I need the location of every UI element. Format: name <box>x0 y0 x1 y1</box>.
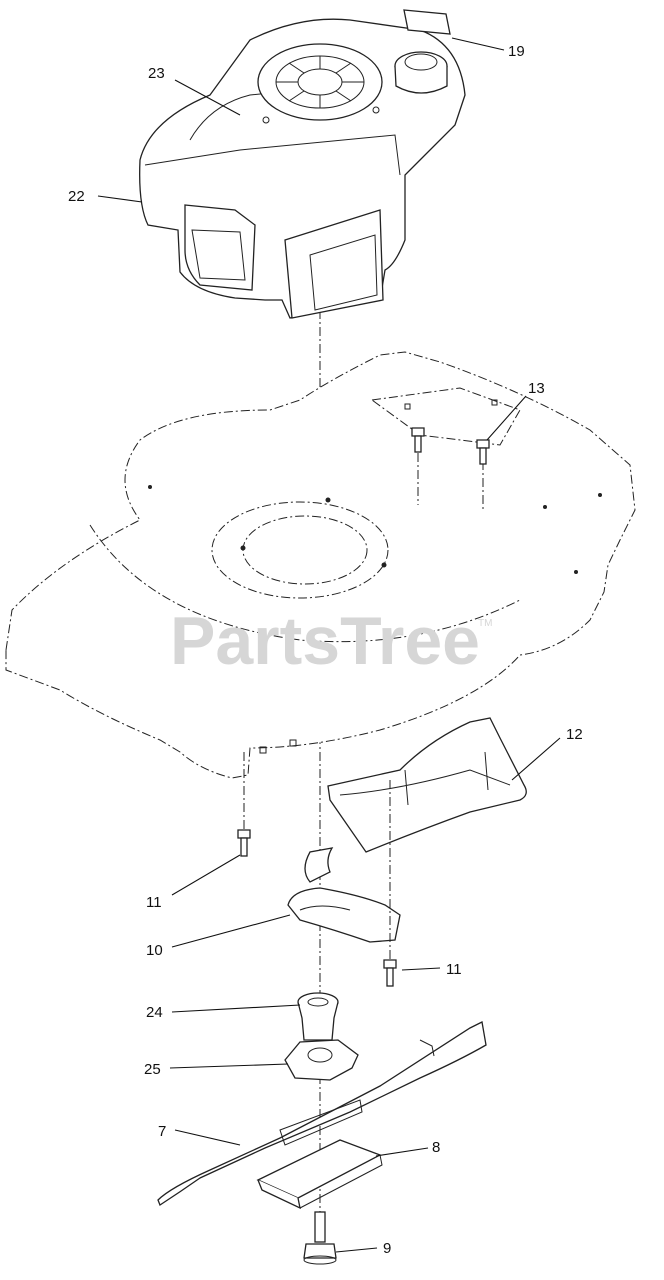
watermark-trademark: TM <box>478 618 492 629</box>
blade-bracket <box>287 780 401 987</box>
grass-deflector <box>327 717 527 853</box>
callout-7: 7 <box>158 1123 166 1140</box>
blade-stiffener <box>284 1039 359 1081</box>
callout-8: 8 <box>432 1139 440 1156</box>
blade-bolt <box>303 1211 337 1265</box>
blade-bushing <box>256 1139 383 1210</box>
callout-22: 22 <box>68 188 85 205</box>
callout-23: 23 <box>148 65 165 82</box>
leader-lines <box>97 37 561 1253</box>
blade-adapter <box>297 992 339 1041</box>
watermark-text: PartsTree <box>170 603 480 679</box>
callout-13: 13 <box>528 380 545 397</box>
callout-11-right: 11 <box>446 961 462 978</box>
callout-9: 9 <box>383 1240 391 1257</box>
decal <box>403 9 451 35</box>
deck-spindle-ring <box>211 501 389 599</box>
callout-25: 25 <box>144 1061 161 1078</box>
callout-12: 12 <box>566 726 583 743</box>
callout-11-left: 11 <box>146 894 162 911</box>
mower-deck <box>5 351 636 779</box>
bolt-left <box>237 752 251 857</box>
engine <box>139 9 466 319</box>
deck-bolts <box>411 427 490 510</box>
callout-10: 10 <box>146 942 163 959</box>
callout-24: 24 <box>146 1004 163 1021</box>
callout-19: 19 <box>508 43 525 60</box>
mower-blade <box>157 1021 487 1206</box>
